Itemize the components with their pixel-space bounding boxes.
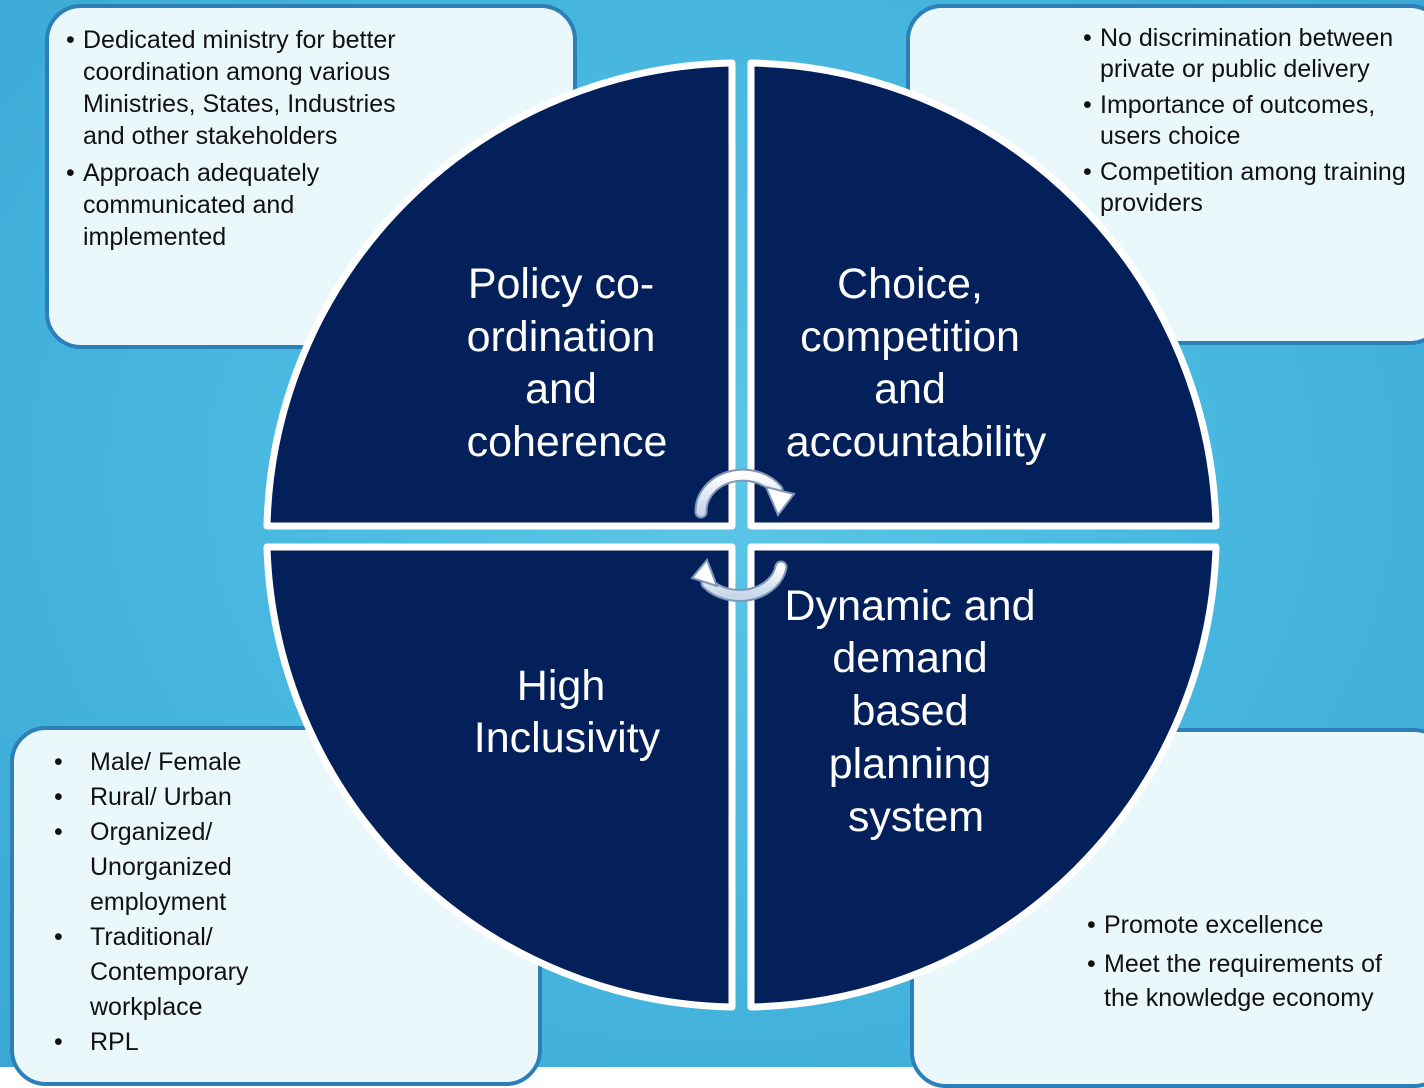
callout-item: Approach adequately communicated and imp… (66, 157, 409, 253)
callout-item: Dedicated ministry for better coordinati… (66, 24, 409, 152)
cycle-arrow-bottom-icon (690, 558, 788, 603)
callout-item: Rural/ Urban (54, 780, 294, 815)
callout-item: RPL (54, 1025, 294, 1060)
callout-item: Traditional/ Contemporary workplace (54, 920, 280, 1025)
callout-item: Importance of outcomes, users choice (1083, 90, 1424, 152)
callout-item: Promote excellence (1087, 908, 1400, 942)
callout-item: Meet the requirements of the knowledge e… (1087, 947, 1400, 1015)
quadrant-label-bottom-left: High Inclusivity (474, 662, 661, 762)
quadrant-label-top-right: Choice, competition and accountability (786, 260, 1047, 466)
callout-item: No discrimination between private or pub… (1083, 23, 1424, 85)
callout-item: Competition among training providers (1083, 157, 1424, 219)
quadrant-top-left (263, 59, 736, 530)
callout-item: Organized/ Unorganized employment (54, 815, 250, 920)
quadrant-bottom-left (263, 543, 736, 1011)
quadrant-top-right (747, 59, 1220, 530)
quadrant-bottom-right (747, 543, 1220, 1011)
quadrant-label-top-left: Policy co- ordination and coherence (467, 260, 668, 466)
callout-item: Male/ Female (54, 745, 294, 780)
cycle-arrow-top-icon (694, 468, 796, 519)
quadrant-label-bottom-right: Dynamic and demand based planning system (785, 582, 1048, 841)
